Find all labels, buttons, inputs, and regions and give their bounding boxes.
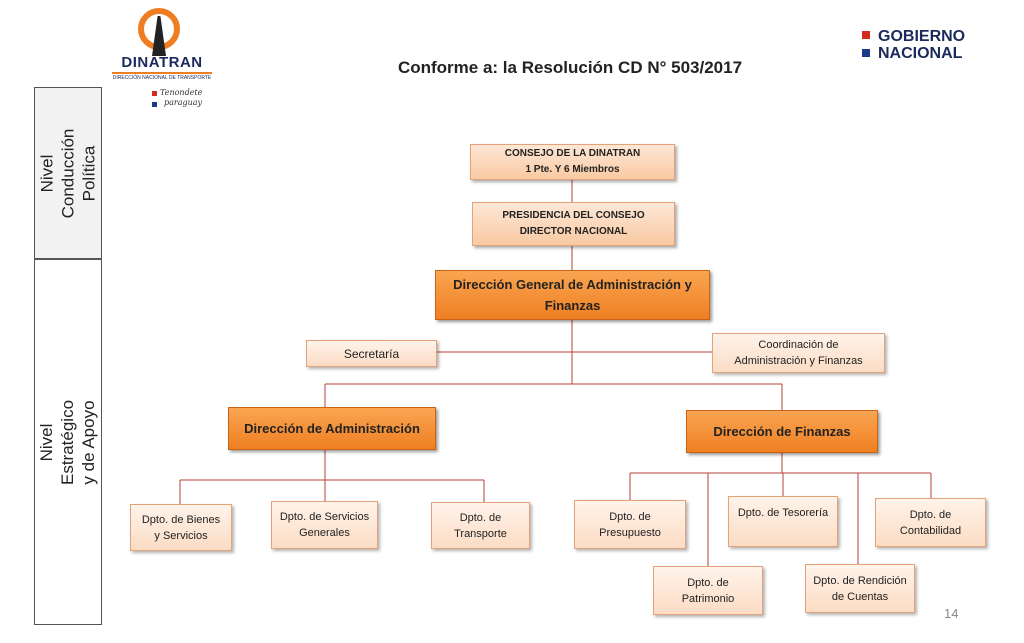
rendicion-line2: de Cuentas (831, 590, 889, 603)
servicios-line1: Dpto. de Servicios (279, 511, 370, 523)
level-strategic: Nivel Estratégico y de Apoyo (34, 259, 102, 625)
servicios-line2: Generales (299, 527, 350, 539)
presidencia-line2: DIRECTOR NACIONAL (519, 226, 628, 237)
dir-finanzas-label: Dirección de Finanzas (713, 424, 851, 439)
transporte-line2: Transporte (454, 527, 507, 540)
coordinacion-line1: Coordinación de (758, 339, 839, 351)
presupuesto-line1: Dpto. de (609, 510, 651, 523)
gov-blue-square (862, 49, 870, 57)
box-dpto-tesoreria: Dpto. de Tesorería (728, 496, 838, 547)
tesoreria-label: Dpto. de Tesorería (737, 507, 829, 519)
gov-line2: NACIONAL (878, 45, 963, 62)
patrimonio-line1: Dpto. de (687, 576, 729, 589)
patrimonio-line2: Patrimonio (681, 592, 735, 605)
gov-text: GOBIERNO NACIONAL (878, 28, 965, 62)
bienes-line2: y Servicios (154, 529, 208, 542)
slogan: Tenondete paraguay (160, 88, 202, 108)
gov-red-square (862, 31, 870, 39)
dgaf-line1: Dirección General de Administración y (453, 277, 692, 292)
box-consejo: CONSEJO DE LA DINATRAN 1 Pte. Y 6 Miembro… (470, 144, 675, 180)
slogan-line1: Tenondete (160, 88, 203, 97)
box-presidencia: PRESIDENCIA DEL CONSEJO DIRECTOR NACIONAL (472, 202, 675, 246)
level-political: Nivel Conducción Política (34, 87, 102, 259)
dir-admin-label: Dirección de Administración (244, 421, 420, 436)
box-dpto-contabilidad: Dpto. de Contabilidad (875, 498, 986, 547)
box-coordinacion: Coordinación de Administración y Finanzas (712, 333, 885, 373)
presupuesto-line2: Presupuesto (599, 526, 661, 539)
contabilidad-line2: Contabilidad (899, 524, 962, 537)
slogan-line2: paraguay (164, 98, 203, 107)
box-dpto-patrimonio: Dpto. de Patrimonio (653, 566, 763, 615)
gov-line1: GOBIERNO (878, 28, 966, 45)
transporte-line1: Dpto. de (459, 511, 502, 524)
box-dpto-rendicion: Dpto. de Rendición de Cuentas (805, 564, 915, 613)
consejo-line1: CONSEJO DE LA DINATRAN (504, 148, 641, 159)
logo-name: DINATRAN (121, 54, 203, 71)
page-title: Conforme a: la Resolución CD N° 503/2017 (397, 58, 743, 77)
box-direccion-general: Dirección General de Administración y Fin… (435, 270, 710, 320)
gobierno-nacional-logo: GOBIERNO NACIONAL (862, 28, 992, 68)
dinatran-logo: DINATRAN DIRECCIÓN NACIONAL DE TRANSPORT… (108, 6, 218, 116)
bienes-line1: Dpto. de Bienes (141, 513, 221, 526)
level-strategic-label: Nivel Estratégico y de Apoyo (37, 399, 99, 485)
rendicion-line1: Dpto. de Rendición (813, 574, 907, 587)
box-direccion-finanzas: Dirección de Finanzas (686, 410, 878, 453)
page-number: 14 (944, 606, 959, 621)
contabilidad-line1: Dpto. de (909, 508, 952, 521)
box-dpto-bienes: Dpto. de Bienes y Servicios (130, 504, 232, 551)
box-direccion-administracion: Dirección de Administración (228, 407, 436, 450)
presidencia-line1: PRESIDENCIA DEL CONSEJO (502, 210, 645, 221)
flag-red-square (152, 91, 157, 96)
box-secretaria: Secretaría (306, 340, 437, 367)
logo-subtitle: DIRECCIÓN NACIONAL DE TRANSPORTE (112, 72, 212, 81)
box-dpto-presupuesto: Dpto. de Presupuesto (574, 500, 686, 549)
box-dpto-transporte: Dpto. de Transporte (431, 502, 530, 549)
consejo-line2: 1 Pte. Y 6 Miembros (525, 164, 620, 175)
secretaria-label: Secretaría (343, 346, 400, 361)
flag-blue-square (152, 102, 157, 107)
coordinacion-line2: Administración y Finanzas (734, 355, 863, 367)
dgaf-line2: Finanzas (544, 298, 601, 313)
level-political-label: Nivel Conducción Política (37, 128, 99, 218)
